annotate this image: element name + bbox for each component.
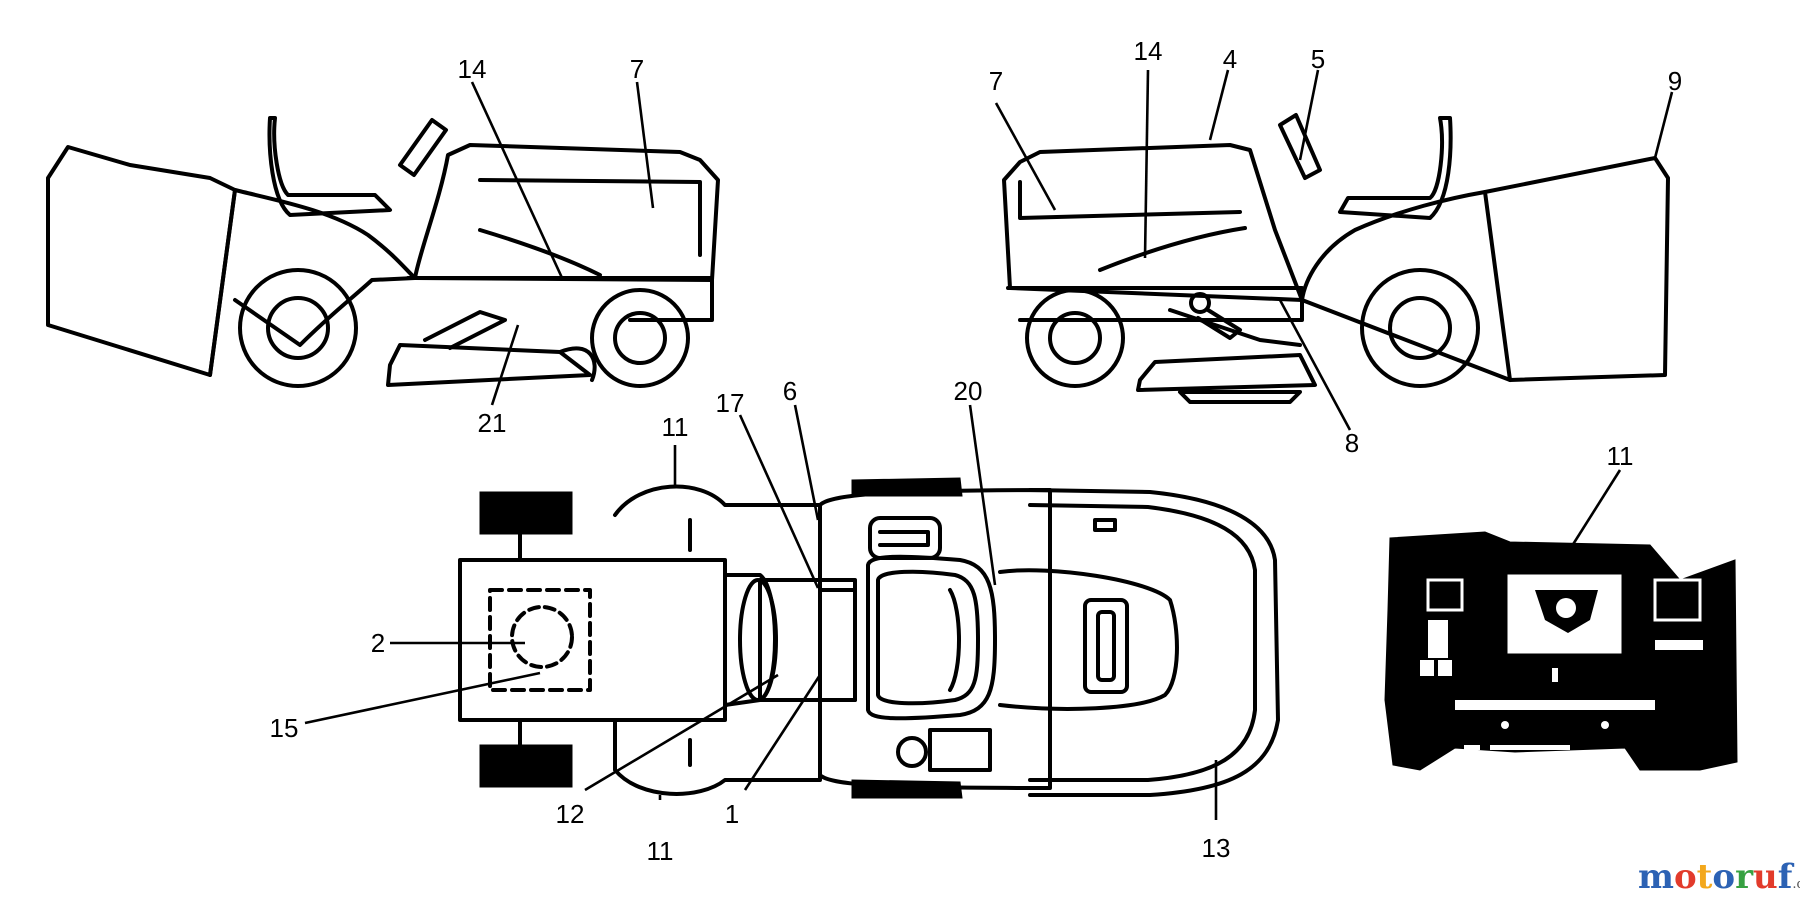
callout-13: 13	[1202, 833, 1231, 863]
watermark-letter: m	[1638, 857, 1674, 897]
steering-console-top	[998, 568, 1179, 711]
bag-label-area	[488, 588, 592, 692]
frame-right	[1006, 286, 1304, 322]
callout-20: 20	[954, 376, 983, 406]
callout-labels: 14 7 21 7 14 4 5 9 8 11 17 6 20 2 15 12 …	[270, 36, 1683, 866]
hood-left	[413, 143, 720, 282]
grass-bag-top	[458, 558, 727, 722]
tractor-top-view	[458, 477, 1280, 799]
callout-1: 1	[725, 799, 739, 829]
rear-wheel-top-lower	[479, 744, 573, 788]
hood-right	[1002, 143, 1304, 302]
seat-top	[866, 554, 997, 721]
rear-fender-top	[613, 484, 822, 796]
rear-fender-left	[233, 188, 417, 347]
mower-deck-left	[386, 343, 592, 387]
callout-7-left: 7	[630, 54, 644, 84]
steering-wheel-right	[1278, 113, 1322, 180]
rear-wheel-left	[238, 268, 358, 388]
callout-4: 4	[1223, 44, 1237, 74]
seat-right	[1338, 116, 1453, 220]
tractor-side-view-right	[1002, 113, 1670, 404]
front-wheel-right	[1025, 288, 1125, 388]
callout-12: 12	[556, 799, 585, 829]
dash-panel-view	[1384, 531, 1738, 771]
seat-base-top	[758, 578, 857, 702]
callout-21: 21	[478, 408, 507, 438]
watermark-letter: r	[1735, 857, 1753, 897]
steering-wheel-left	[398, 118, 448, 177]
motoruf-watermark: motoruf.de	[1638, 857, 1800, 897]
rear-wheel-right	[1360, 268, 1480, 388]
watermark-letter: t	[1696, 857, 1713, 897]
callout-14-right: 14	[1134, 36, 1163, 66]
front-wheel-left	[590, 288, 690, 388]
rear-wheel-top-upper	[479, 491, 573, 535]
frame-left	[406, 276, 714, 322]
mower-deck-right	[1136, 353, 1317, 392]
leader-lines	[304, 69, 1674, 820]
callout-17: 17	[716, 388, 745, 418]
callout-6: 6	[783, 376, 797, 406]
tractor-side-view-left	[46, 116, 720, 388]
seat-left	[267, 116, 392, 217]
rear-fender-right	[1300, 190, 1512, 382]
callout-5: 5	[1311, 44, 1325, 74]
watermark-letter: u	[1753, 857, 1778, 897]
watermark-tld: .de	[1792, 877, 1800, 892]
callout-15: 15	[270, 713, 299, 743]
watermark-letter: o	[1673, 857, 1697, 897]
control-lever-top	[868, 516, 942, 560]
watermark-letter: f	[1777, 857, 1793, 897]
hood-top	[1028, 488, 1280, 797]
callout-11-bottom: 11	[647, 836, 674, 866]
grass-bag-right	[1483, 156, 1670, 382]
callout-14-left: 14	[458, 54, 487, 84]
callout-11-top: 11	[662, 412, 689, 442]
callout-9: 9	[1668, 66, 1682, 96]
body-top	[818, 488, 1052, 790]
grass-bag-left	[46, 145, 237, 377]
callout-11-dash: 11	[1607, 441, 1634, 471]
callout-7-right: 7	[989, 66, 1003, 96]
callout-8: 8	[1345, 428, 1359, 458]
watermark-letter: o	[1712, 857, 1736, 897]
callout-2: 2	[371, 628, 385, 658]
